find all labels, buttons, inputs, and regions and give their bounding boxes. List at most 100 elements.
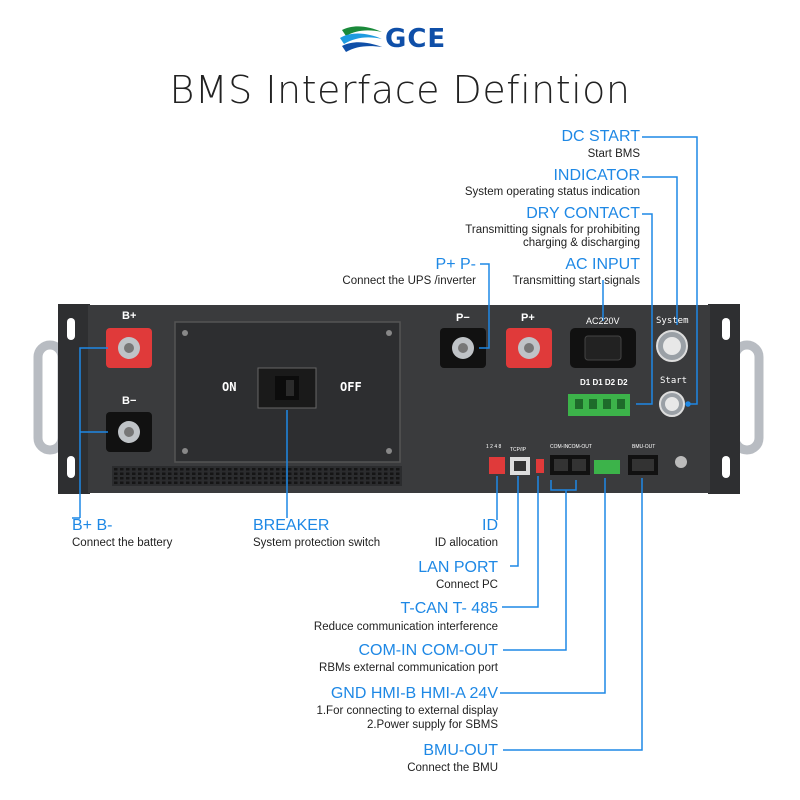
vent-slot <box>240 481 244 484</box>
dry-pins-label: D1 D1 D2 D2 <box>580 378 628 387</box>
vent-slot <box>372 468 376 471</box>
vent-slot <box>354 477 358 480</box>
vent-slot <box>144 472 148 475</box>
vent-slot <box>384 472 388 475</box>
vent-slot <box>138 472 142 475</box>
leader-lines <box>72 136 698 751</box>
vent-slot <box>336 472 340 475</box>
vent-slot <box>216 481 220 484</box>
vent-slot <box>222 481 226 484</box>
vent-slot <box>132 477 136 480</box>
vent-slot <box>192 472 196 475</box>
p-plus-minus-label: P+ P- <box>435 256 476 273</box>
page-title: BMS Interface Defintion <box>169 68 631 112</box>
vent-slot <box>366 481 370 484</box>
vent-slot <box>150 472 154 475</box>
vent-slot <box>366 472 370 475</box>
id-desc: ID allocation <box>434 537 498 549</box>
vent-slot <box>222 468 226 471</box>
dc-start-desc: Start BMS <box>587 148 640 160</box>
vent-slot <box>162 477 166 480</box>
vent-slot <box>228 468 232 471</box>
vent-slot <box>270 481 274 484</box>
vent-slot <box>372 481 376 484</box>
vent-slot <box>390 477 394 480</box>
vent-slot <box>192 481 196 484</box>
vent-slot <box>372 477 376 480</box>
vent-slot <box>276 477 280 480</box>
vent-slot <box>210 477 214 480</box>
vent-slot <box>288 477 292 480</box>
vent-slot <box>138 481 142 484</box>
b-minus-panel-label: B− <box>122 395 137 407</box>
vent-slot <box>162 468 166 471</box>
vent-slot <box>378 468 382 471</box>
vent-slot <box>156 472 160 475</box>
vent-slot <box>372 472 376 475</box>
vent-slot <box>342 472 346 475</box>
vent-slot <box>240 477 244 480</box>
vent-slot <box>150 468 154 471</box>
vent-slot <box>258 472 262 475</box>
indicator-label: INDICATOR <box>553 167 640 184</box>
vent-slot <box>120 472 124 475</box>
vent-slot <box>234 468 238 471</box>
vent-slot <box>306 481 310 484</box>
com-label: COM-IN COM-OUT <box>358 642 498 659</box>
ac-input-desc: Transmitting start signals <box>512 275 640 287</box>
vent-slot <box>276 481 280 484</box>
vent-slot <box>144 468 148 471</box>
vent-slot <box>330 468 334 471</box>
breaker-label: BREAKER <box>253 517 330 534</box>
vent-slot <box>360 477 364 480</box>
b-plus-panel-label: B+ <box>122 310 137 322</box>
vent-slot <box>150 481 154 484</box>
vent-slot <box>126 481 130 484</box>
vent-slot <box>126 472 130 475</box>
vent-slot <box>300 477 304 480</box>
vent-slot <box>396 468 400 471</box>
vent-slot <box>222 477 226 480</box>
vent-slot <box>198 468 202 471</box>
vent-slot <box>354 468 358 471</box>
vent-slot <box>126 468 130 471</box>
id-label: ID <box>482 517 498 534</box>
vent-slot <box>246 477 250 480</box>
vent-slot <box>318 477 322 480</box>
vent-slot <box>240 472 244 475</box>
vent-slot <box>294 472 298 475</box>
vent-slot <box>120 468 124 471</box>
vent-slot <box>300 481 304 484</box>
vent-slot <box>282 481 286 484</box>
off-label: OFF <box>340 380 362 394</box>
vent-slot <box>270 477 274 480</box>
vent-slot <box>258 481 262 484</box>
vent-slot <box>324 477 328 480</box>
vent-slot <box>378 477 382 480</box>
vent-slot <box>342 481 346 484</box>
vent-slot <box>228 472 232 475</box>
vent-slot <box>204 472 208 475</box>
tcan-switch <box>536 459 544 473</box>
vent-slot <box>384 468 388 471</box>
vent-slot <box>132 468 136 471</box>
vent-slot <box>312 477 316 480</box>
vent-slot <box>150 477 154 480</box>
dip-numbers-label: 1 2 4 8 <box>486 444 502 450</box>
vent-slot <box>198 481 202 484</box>
vent-slot <box>174 468 178 471</box>
bmu-out-label: BMU-OUT <box>423 742 498 759</box>
vent-slot <box>360 481 364 484</box>
vent-slot <box>306 472 310 475</box>
vent-slot <box>198 472 202 475</box>
vent-slot <box>216 472 220 475</box>
vent-slot <box>348 472 352 475</box>
vent-slot <box>264 468 268 471</box>
vent-slot <box>336 481 340 484</box>
vent-slot <box>168 481 172 484</box>
vent-slot <box>348 468 352 471</box>
vent-slot <box>258 477 262 480</box>
vent-slot <box>168 472 172 475</box>
vent-slot <box>186 481 190 484</box>
